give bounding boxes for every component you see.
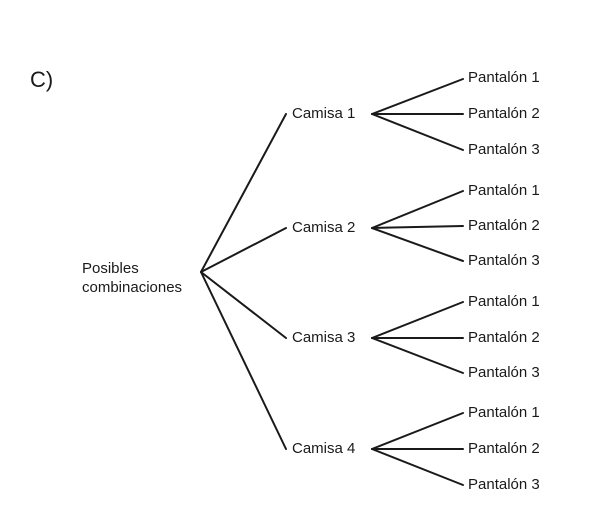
edge-shirt-1-pant-1	[371, 78, 464, 115]
option-label: C)	[30, 67, 54, 92]
edge-shirt-3-pant-3	[371, 337, 464, 374]
shirt-node-2: Camisa 2	[292, 219, 356, 236]
edge-shirt-2-pant-3	[371, 227, 464, 262]
pant-node-1-1: Pantalón 1	[468, 69, 540, 86]
pant-node-1-3: Pantalón 3	[468, 141, 540, 158]
edge-root-shirt-2	[200, 227, 287, 273]
pant-node-3-1: Pantalón 1	[468, 293, 540, 310]
pant-node-2-3: Pantalón 3	[468, 252, 540, 269]
shirt-node-1: Camisa 1	[292, 105, 356, 122]
pant-node-3-3: Pantalón 3	[468, 364, 540, 381]
root-label-line-1: Posibles	[82, 260, 139, 277]
pant-node-2-2: Pantalón 2	[468, 217, 540, 234]
pant-node-1-2: Pantalón 2	[468, 105, 540, 122]
pant-node-4-3: Pantalón 3	[468, 476, 540, 493]
edge-root-shirt-4	[200, 271, 287, 450]
edge-shirt-2-pant-2	[371, 225, 464, 229]
root-node: Posibles combinaciones	[82, 259, 182, 297]
edge-shirt-2-pant-1	[371, 190, 464, 229]
pant-node-3-2: Pantalón 2	[468, 329, 540, 346]
edge-shirt-4-pant-1	[371, 412, 464, 450]
edge-root-shirt-1	[200, 113, 287, 273]
edge-shirt-4-pant-3	[371, 448, 464, 486]
pant-node-4-2: Pantalón 2	[468, 440, 540, 457]
root-label-line-2: combinaciones	[82, 279, 183, 296]
shirt-node-3: Camisa 3	[292, 329, 356, 346]
edge-shirt-1-pant-3	[371, 113, 464, 151]
shirt-node-4: Camisa 4	[292, 440, 356, 457]
pant-node-2-1: Pantalón 1	[468, 182, 540, 199]
edge-root-shirt-3	[200, 271, 287, 339]
edge-shirt-3-pant-1	[371, 301, 464, 339]
pant-node-4-1: Pantalón 1	[468, 404, 540, 421]
